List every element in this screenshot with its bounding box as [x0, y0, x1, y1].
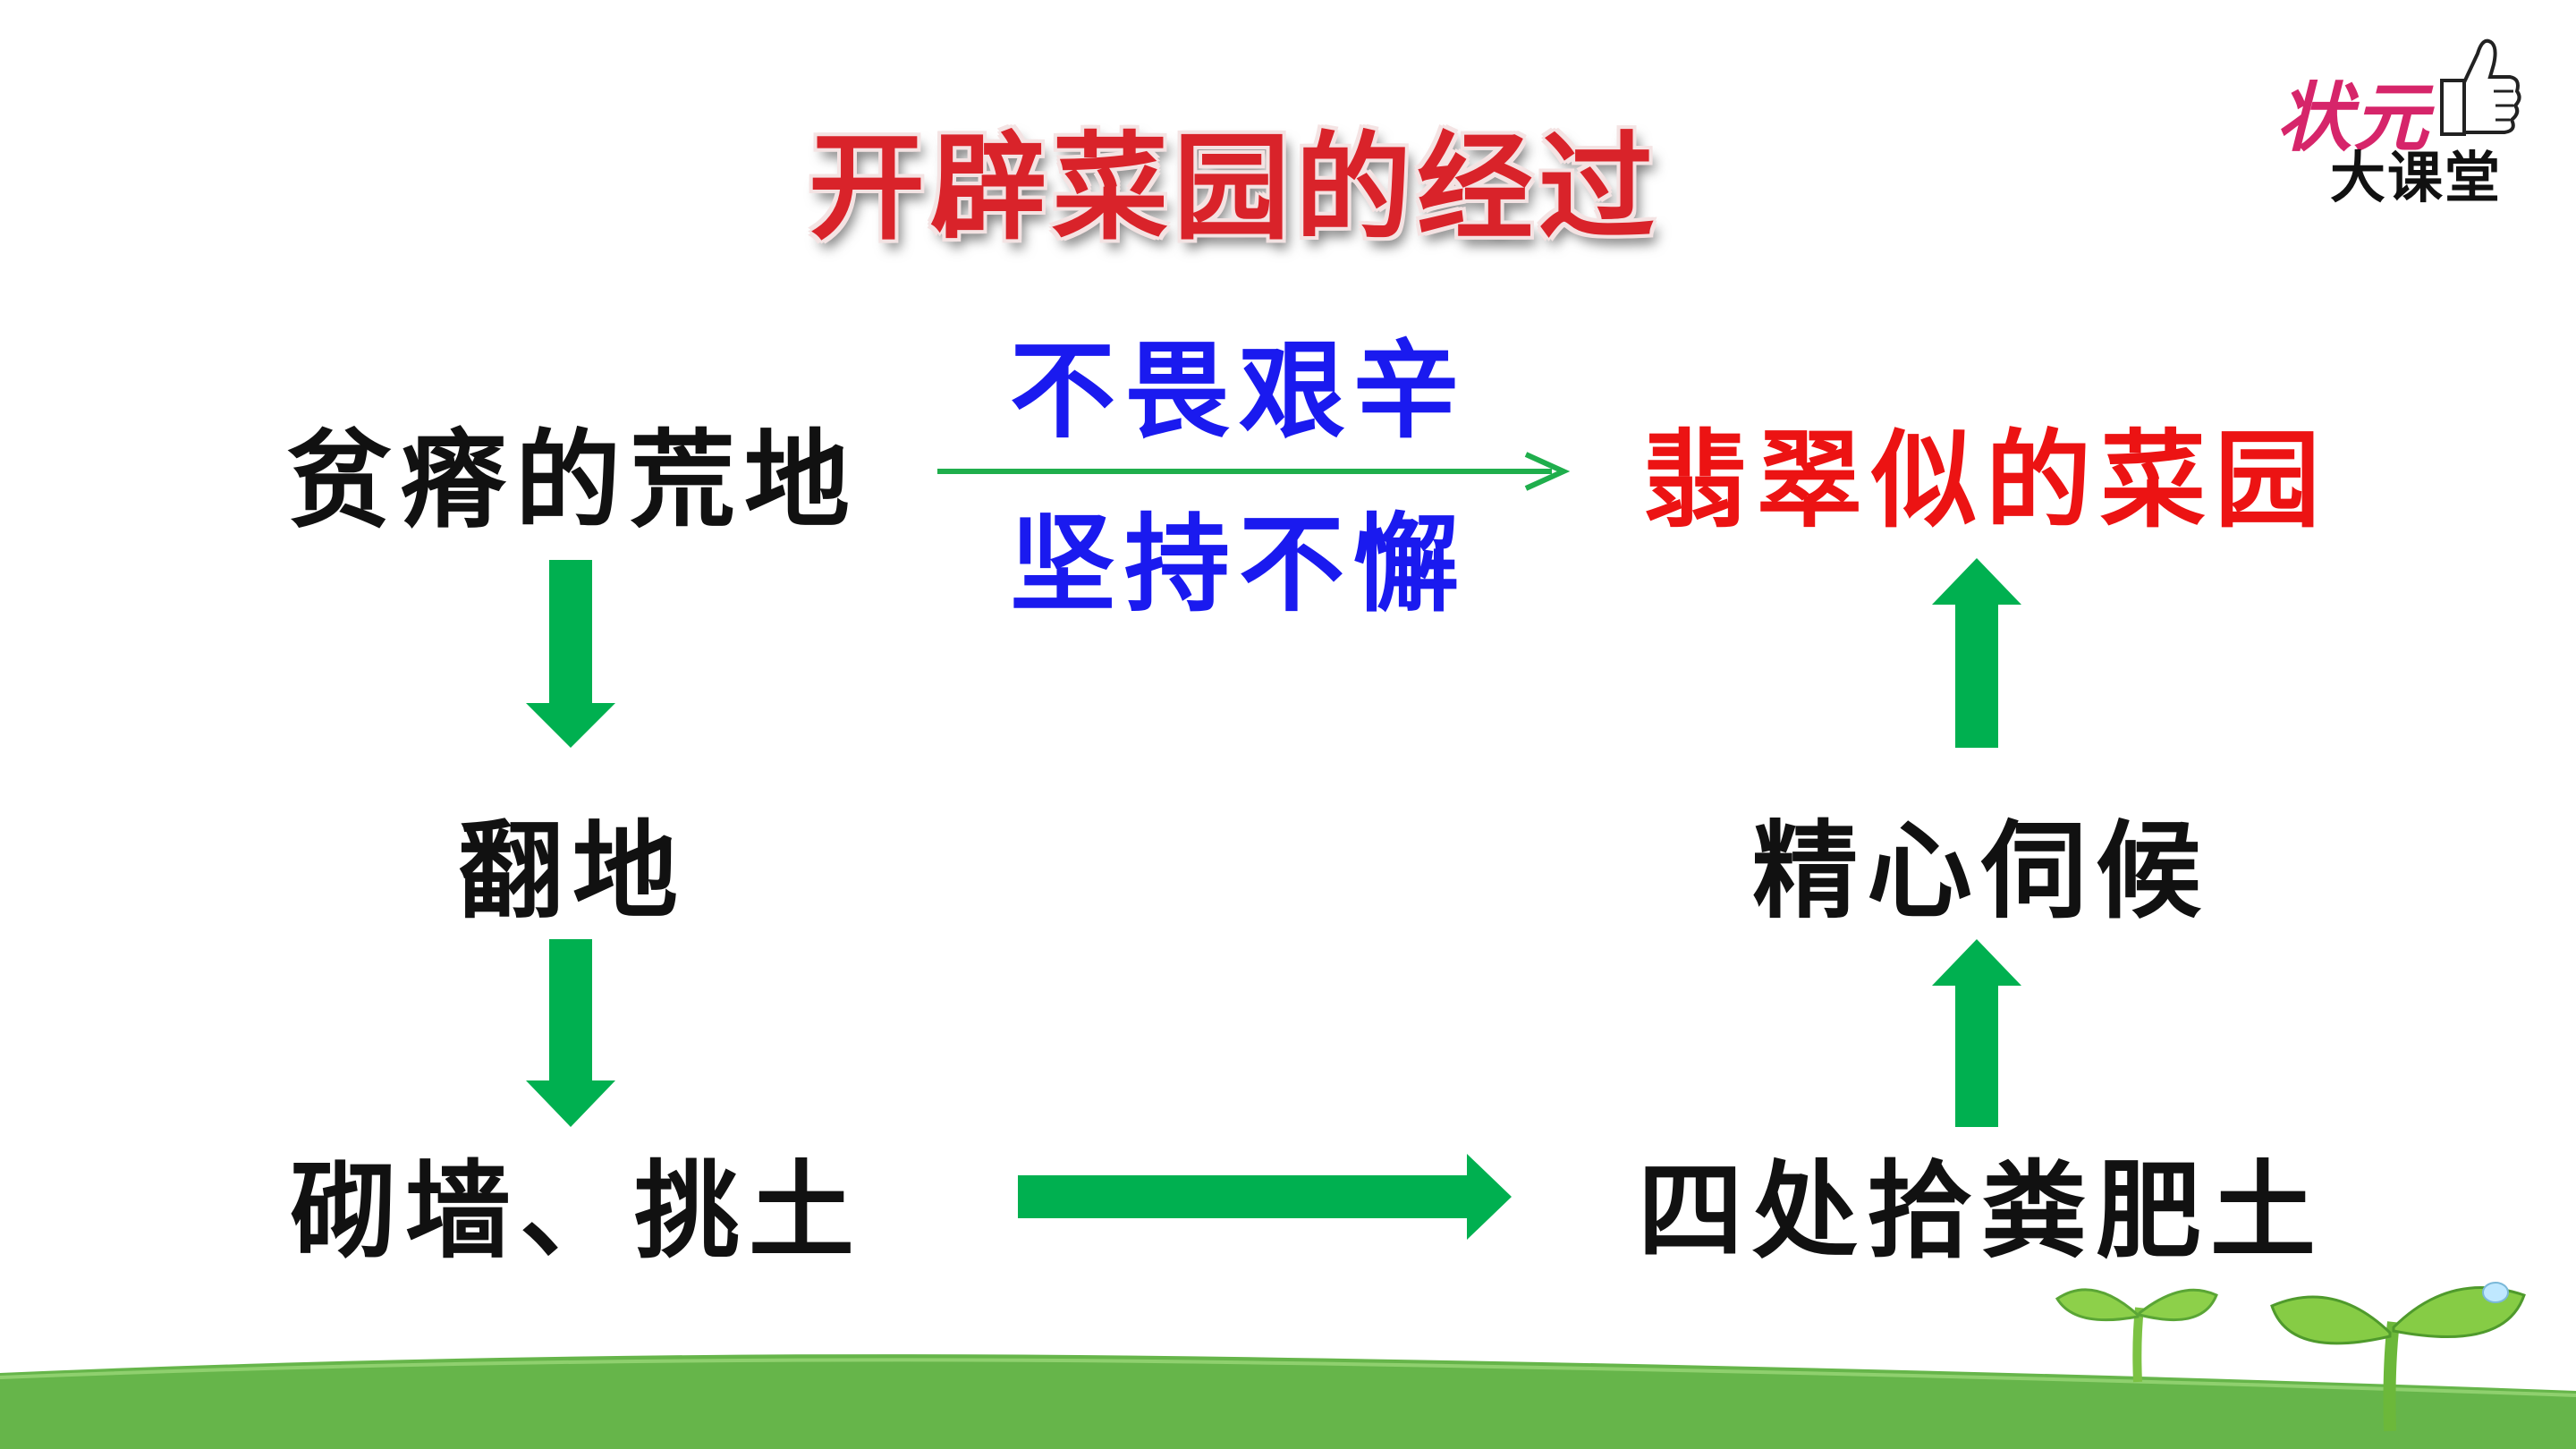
node-careful-care: 精心伺候	[1751, 809, 2210, 933]
down-arrow-1	[526, 560, 615, 748]
arrow-label-top: 不畏艰辛	[1009, 328, 1468, 453]
up-arrow-1	[1932, 939, 2021, 1127]
grass-ground	[0, 1354, 2576, 1449]
node-build-wall: 砌墙、挑土	[290, 1148, 863, 1273]
up-arrow-2	[1932, 558, 2021, 748]
logo-text-bottom: 大课堂	[2330, 145, 2503, 210]
arrow-label-bottom: 坚持不懈	[1009, 502, 1468, 626]
right-arrow-thick	[1018, 1154, 1512, 1240]
down-arrow-2	[526, 939, 615, 1127]
node-green-garden: 翡翠似的菜园	[1641, 418, 2329, 542]
sprout-small-icon	[2055, 1288, 2218, 1383]
logo-text-top: 状元	[2276, 73, 2431, 162]
thin-arrow-right	[937, 452, 1571, 491]
thumbs-up-icon	[2440, 38, 2521, 136]
node-collect-manure: 四处拾粪肥土	[1637, 1148, 2325, 1273]
sprout-large-icon	[2270, 1282, 2526, 1432]
page-title: 开辟菜园的经过	[808, 120, 1660, 256]
logo: 状元 大课堂	[2258, 38, 2545, 215]
node-barren-land: 贫瘠的荒地	[286, 418, 860, 542]
node-dig-land: 翻地	[457, 809, 687, 933]
